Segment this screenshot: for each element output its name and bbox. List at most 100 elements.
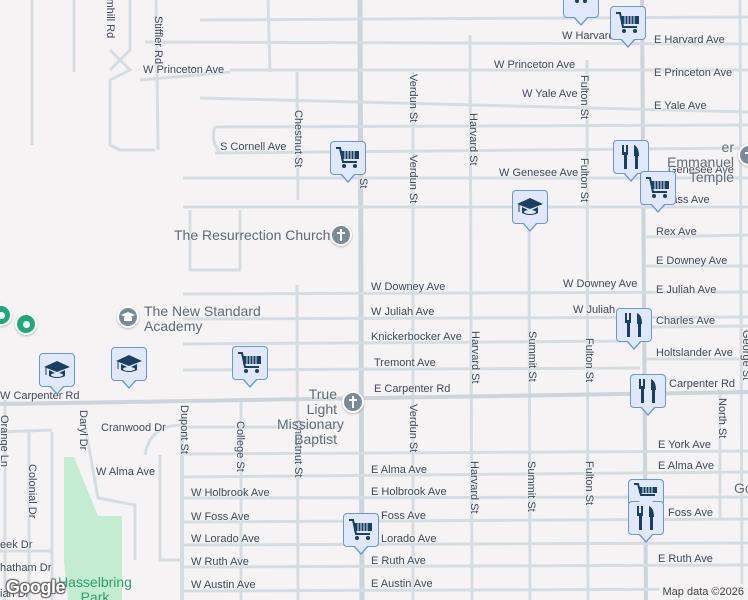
church-icon[interactable]: [342, 391, 364, 413]
street-label: Genesee Ave: [668, 164, 734, 176]
shopping-cart-icon: [616, 12, 639, 33]
street-label: Foss Ave: [381, 510, 427, 522]
street-label: Foss Ave: [668, 507, 714, 519]
place-label-true-light-missionary-baptist[interactable]: True Light Missionary Baptist: [277, 386, 344, 447]
street-label-vertical: North St: [716, 398, 728, 439]
place-label-emmanuel-temple[interactable]: er Emmanuel Temple: [667, 139, 734, 185]
place-label-resurrection-church[interactable]: The Resurrection Church: [174, 227, 331, 243]
park-label-hasselbring[interactable]: Hasselbring Park: [58, 574, 132, 600]
marker-restaurant[interactable]: [613, 140, 649, 182]
street-label: W Foss Ave: [191, 511, 250, 523]
street-label: E Ruth Ave: [371, 555, 426, 567]
street-label-vertical: Verdun St: [407, 74, 419, 123]
street-label-vertical: Chestnut St: [292, 110, 304, 168]
graduation-cap-icon: [517, 198, 543, 215]
street-label: E Ruth Ave: [658, 553, 713, 565]
google-logo[interactable]: Google: [6, 577, 66, 597]
street-label-vertical: College St: [234, 421, 246, 472]
street-label: Tremont Ave: [374, 357, 436, 369]
street-label: E Yale Ave: [654, 100, 707, 112]
street-label: W Holbrook Ave: [191, 487, 270, 499]
marker-restaurant[interactable]: [630, 374, 666, 416]
street-label-vertical: Fulton St: [583, 338, 595, 383]
hasselbring-park-area: [64, 457, 122, 600]
street-label: E Holbrook Ave: [371, 486, 447, 498]
shopping-cart-icon: [349, 519, 372, 540]
fork-knife-icon: [622, 145, 639, 169]
fork-knife-icon: [639, 379, 656, 403]
place-label-partial: Go: [734, 480, 748, 496]
street-label: Holtslander Ave: [656, 347, 733, 359]
marker-school[interactable]: [512, 190, 548, 232]
street-label-vertical: Harvard St: [468, 461, 480, 514]
street-label-vertical: Verdun St: [407, 404, 419, 453]
street-label-vertical: Summit St: [526, 331, 538, 382]
street-label: hatham Dr: [0, 562, 52, 574]
street-label: E Austin Ave: [371, 578, 433, 590]
street-label: W Carpenter Rd: [0, 390, 80, 402]
street-label-vertical: Dupont St: [178, 405, 190, 454]
street-label-vertical: Harvard St: [469, 331, 481, 384]
graduation-cap-icon: [44, 361, 70, 378]
marker-shopping-cart[interactable]: [640, 171, 676, 213]
street-label: Lorado Ave: [381, 533, 437, 545]
shopping-cart-icon: [646, 177, 669, 198]
place-label-new-standard-academy[interactable]: The New Standard Academy: [144, 303, 261, 334]
shopping-cart-icon: [336, 147, 359, 168]
street-label: W Juliah: [573, 304, 616, 316]
map-attribution[interactable]: Map data ©2026: [658, 584, 748, 600]
school-icon[interactable]: [117, 306, 139, 328]
street-label: W Yale Ave: [522, 88, 578, 100]
street-label-vertical: Harvard St: [467, 113, 479, 166]
marker-restaurant[interactable]: [628, 501, 664, 543]
park-pin-icon[interactable]: [15, 313, 37, 335]
street-label-vertical: Fulton St: [583, 461, 595, 506]
street-label: Carpenter Rd: [669, 378, 736, 390]
street-label: W Downey Ave: [563, 278, 638, 290]
street-label-vertical: George St: [740, 330, 748, 381]
street-label: W Ruth Ave: [191, 556, 249, 568]
street-label: E Princeton Ave: [654, 67, 733, 79]
street-label-vertical: Verdun St: [407, 155, 419, 204]
street-label: E Alma Ave: [658, 460, 715, 472]
street-label: E Alma Ave: [371, 464, 428, 476]
street-label-vertical: Summit St: [525, 461, 537, 512]
fork-knife-icon: [637, 506, 654, 530]
marker-shopping-cart[interactable]: [343, 513, 379, 555]
graduation-cap-icon: [116, 355, 142, 372]
fork-knife-icon: [625, 313, 642, 337]
street-label: W Genesee Ave: [499, 167, 579, 179]
marker-school[interactable]: [111, 347, 147, 389]
marker-shopping-cart[interactable]: [330, 141, 366, 183]
marker-shopping-cart[interactable]: [232, 346, 268, 388]
street-label-vertical: Fulton St: [578, 75, 590, 120]
street-label: E Downey Ave: [656, 255, 728, 267]
street-label: ian Dr: [0, 588, 30, 600]
marker-school[interactable]: [39, 353, 75, 395]
street-label: W Alma Ave: [96, 466, 156, 478]
marker-generic[interactable]: [563, 0, 599, 26]
church-icon[interactable]: [330, 224, 352, 246]
street-label: W Austin Ave: [191, 579, 256, 591]
shopping-cart-icon: [238, 352, 261, 373]
street-label-vertical: St: [357, 178, 369, 189]
street-label: W Downey Ave: [371, 281, 446, 293]
street-label: W Lorado Ave: [191, 533, 260, 545]
street-label: W Juliah Ave: [371, 306, 435, 318]
street-label-vertical: Fulton St: [578, 158, 590, 203]
street-label-vertical: Colonial Dr: [26, 464, 38, 519]
street-label: eek Dr: [0, 539, 33, 551]
street-label: Charles Ave: [656, 315, 716, 327]
street-label: S Cornell Ave: [220, 141, 287, 153]
marker-shopping-cart[interactable]: [610, 6, 646, 48]
street-label: W Princeton Ave: [143, 64, 225, 76]
street-label: E Juliah Ave: [656, 284, 717, 296]
street-label: Rex Ave: [656, 226, 697, 238]
street-label-vertical: Farmhill Rd: [104, 0, 116, 39]
street-label: E Harvard Ave: [654, 34, 725, 46]
marker-shopping-cart[interactable]: [628, 479, 664, 511]
street-label-vertical: Daryl Dr: [77, 410, 89, 451]
marker-restaurant[interactable]: [616, 308, 652, 350]
